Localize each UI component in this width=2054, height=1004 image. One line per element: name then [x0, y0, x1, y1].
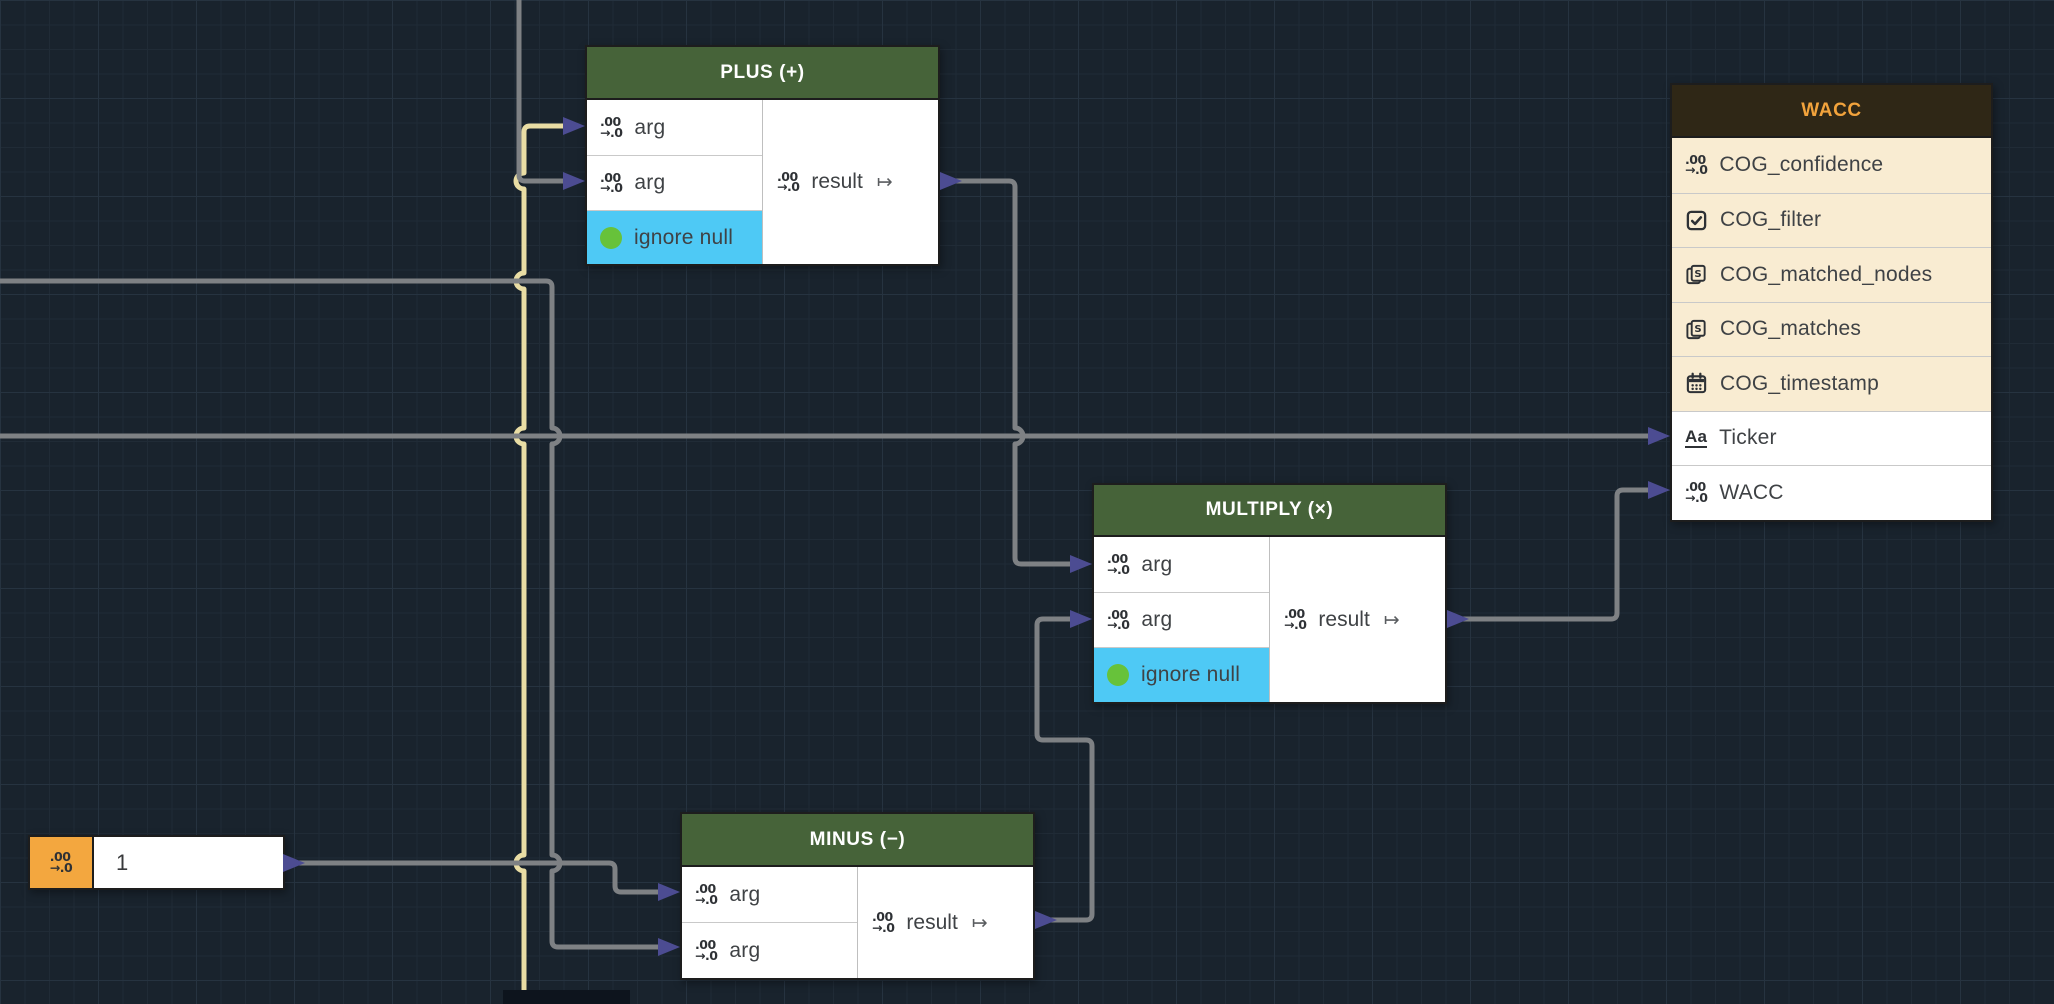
minus-input-arg2[interactable]: .00→.0 arg	[682, 922, 857, 978]
flag-label: ignore null	[1141, 663, 1241, 686]
wire-plus-to-multiply-arg1[interactable]	[940, 178, 1070, 567]
wire-top-to-plus-arg2[interactable]	[516, 0, 563, 184]
multiply-output-result[interactable]: .00→.0 result ↦	[1270, 608, 1400, 632]
input-port-arrow-multiply-arg1[interactable]	[1070, 555, 1092, 573]
port-label: result	[906, 910, 958, 934]
output-port-arrow-minus-result[interactable]	[1035, 911, 1057, 929]
plus-input-arg1[interactable]: .00→.0 arg	[587, 100, 762, 155]
number-type-icon: .00→.0	[600, 114, 623, 140]
input-port-arrow-minus-arg2[interactable]	[658, 938, 680, 956]
wire-left-to-minus-arg2[interactable]	[0, 278, 658, 950]
offscreen-node-edge[interactable]	[503, 990, 630, 1004]
wacc-input-wacc[interactable]: .00→.0 WACC	[1672, 465, 1991, 520]
number-type-icon: .00→.0	[695, 881, 718, 907]
enabled-dot-icon	[1107, 664, 1129, 686]
port-label: arg	[1141, 608, 1173, 631]
svg-text:S: S	[1694, 269, 1701, 280]
wire-constant-to-minus-arg1[interactable]	[283, 860, 658, 895]
number-type-icon: .00→.0	[49, 849, 73, 875]
wacc-field-cog-timestamp[interactable]: COG_timestamp	[1672, 356, 1991, 411]
minus-output-result[interactable]: .00→.0 result ↦	[858, 911, 988, 935]
number-type-icon: .00→.0	[1685, 151, 1708, 178]
port-label: arg	[729, 938, 761, 962]
field-label: COG_timestamp	[1720, 371, 1879, 395]
port-label: arg	[634, 171, 666, 194]
field-label: WACC	[1719, 480, 1784, 504]
number-type-icon: .00→.0	[695, 937, 718, 963]
node-minus-title[interactable]: MINUS (−)	[682, 814, 1033, 867]
wire-multiply-to-wacc[interactable]	[1447, 487, 1650, 622]
checkbox-icon	[1686, 210, 1707, 231]
wacc-field-cog-matches[interactable]: S COG_matches	[1672, 301, 1991, 356]
input-port-arrow-multiply-arg2[interactable]	[1070, 610, 1092, 628]
input-port-arrow-wacc-ticker[interactable]	[1648, 427, 1670, 445]
number-type-icon: .00→.0	[1685, 479, 1708, 505]
output-port-arrow-plus-result[interactable]	[940, 172, 962, 190]
text-type-icon: Aa	[1685, 427, 1708, 449]
string-list-icon: S	[1686, 265, 1706, 285]
node-wacc-title[interactable]: WACC	[1672, 85, 1991, 138]
node-constant-1[interactable]: .00→.0 1	[28, 835, 285, 890]
field-label: COG_filter	[1720, 208, 1822, 232]
port-label: result	[811, 170, 863, 193]
port-label: arg	[729, 882, 761, 906]
port-label: arg	[1141, 552, 1173, 576]
node-plus-title[interactable]: PLUS (+)	[587, 47, 938, 100]
string-list-icon: S	[1686, 319, 1706, 339]
port-label: result	[1318, 607, 1370, 631]
number-type-icon: .00→.0	[1284, 606, 1307, 632]
multiply-input-arg1[interactable]: .00→.0 arg	[1094, 537, 1269, 592]
node-minus[interactable]: MINUS (−) .00→.0 arg .00→.0 arg .00→.0 r…	[680, 812, 1035, 980]
constant-type-cell: .00→.0	[30, 837, 94, 888]
enabled-dot-icon	[600, 226, 622, 249]
input-port-arrow-plus-arg1[interactable]	[563, 117, 585, 135]
output-arrow-icon: ↦	[1383, 608, 1400, 631]
flag-label: ignore null	[634, 225, 734, 249]
output-arrow-icon: ↦	[971, 911, 988, 934]
constant-value-field[interactable]: 1	[94, 837, 283, 888]
port-label: arg	[634, 115, 666, 139]
output-arrow-icon: ↦	[876, 171, 893, 193]
multiply-ignore-null-toggle[interactable]: ignore null	[1094, 647, 1269, 702]
input-port-arrow-wacc-wacc[interactable]	[1648, 481, 1670, 499]
multiply-input-arg2[interactable]: .00→.0 arg	[1094, 592, 1269, 647]
field-label: COG_confidence	[1719, 153, 1884, 177]
number-type-icon: .00→.0	[1107, 551, 1130, 577]
calendar-icon	[1686, 372, 1707, 394]
node-plus[interactable]: PLUS (+) .00→.0 arg .00→.0 arg ignore nu…	[585, 45, 940, 266]
field-label: COG_matched_nodes	[1720, 262, 1933, 286]
number-type-icon: .00→.0	[600, 169, 623, 195]
plus-input-arg2[interactable]: .00→.0 arg	[587, 155, 762, 210]
wire-minus-to-multiply-arg2[interactable]	[1034, 616, 1095, 923]
wire-accent-to-plus-arg1[interactable]	[513, 123, 563, 990]
svg-text:S: S	[1694, 324, 1701, 335]
number-type-icon: .00→.0	[1107, 606, 1130, 632]
field-label: COG_matches	[1720, 317, 1862, 341]
wacc-field-cog-filter[interactable]: COG_filter	[1672, 192, 1991, 247]
wacc-field-cog-matched-nodes[interactable]: S COG_matched_nodes	[1672, 247, 1991, 302]
node-multiply-title[interactable]: MULTIPLY (×)	[1094, 485, 1445, 537]
wacc-field-cog-confidence[interactable]: .00→.0 COG_confidence	[1672, 138, 1991, 193]
plus-output-result[interactable]: .00→.0 result ↦	[763, 170, 893, 194]
output-port-arrow-constant[interactable]	[283, 854, 305, 872]
input-port-arrow-plus-arg2[interactable]	[563, 172, 585, 190]
plus-ignore-null-toggle[interactable]: ignore null	[587, 210, 762, 264]
node-wacc[interactable]: WACC .00→.0 COG_confidence COG_filter S	[1670, 83, 1993, 522]
output-port-arrow-multiply-result[interactable]	[1447, 610, 1469, 628]
minus-input-arg1[interactable]: .00→.0 arg	[682, 867, 857, 922]
input-port-arrow-minus-arg1[interactable]	[658, 883, 680, 901]
number-type-icon: .00→.0	[872, 909, 895, 935]
node-multiply[interactable]: MULTIPLY (×) .00→.0 arg .00→.0 arg ignor…	[1092, 483, 1447, 704]
wacc-input-ticker[interactable]: Aa Ticker	[1672, 410, 1991, 465]
number-type-icon: .00→.0	[777, 168, 800, 194]
field-label: Ticker	[1719, 426, 1777, 450]
